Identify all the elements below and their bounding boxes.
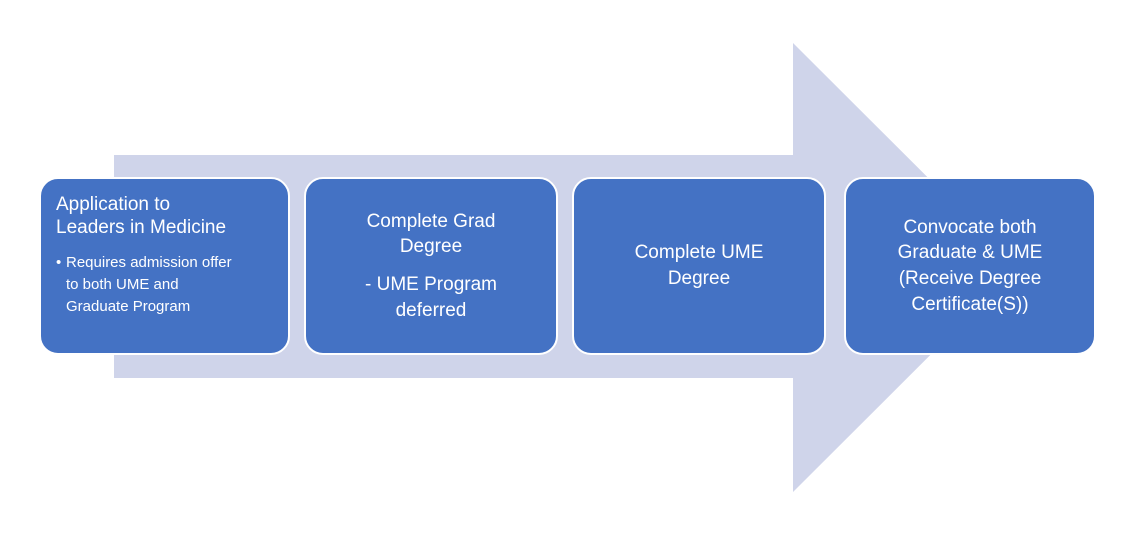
step-title-application: Application to Leaders in Medicine xyxy=(56,194,227,239)
step-box-application: Application to Leaders in Medicine • Req… xyxy=(39,177,290,355)
step-box-grad-degree: Complete Grad Degree - UME Program defer… xyxy=(304,177,558,355)
arrow-shape-icon xyxy=(114,43,1018,492)
step-box-ume-degree: Complete UME Degree xyxy=(572,177,826,355)
step-title-grad-degree: Complete Grad Degree xyxy=(366,210,496,258)
step-title-ume-degree: Complete UME Degree xyxy=(634,242,764,289)
bullet-marker: • xyxy=(56,254,62,272)
step-subtitle-ume-deferred: - UME Program deferred xyxy=(365,274,497,321)
step-bullet-item: • Requires admission offer to both UME a… xyxy=(56,252,273,317)
step-title-convocate: Convocate both Graduate & UME (Receive D… xyxy=(897,216,1043,315)
bullet-text: Requires admission offer to both UME and… xyxy=(66,254,232,315)
step-box-convocate: Convocate both Graduate & UME (Receive D… xyxy=(844,177,1096,355)
